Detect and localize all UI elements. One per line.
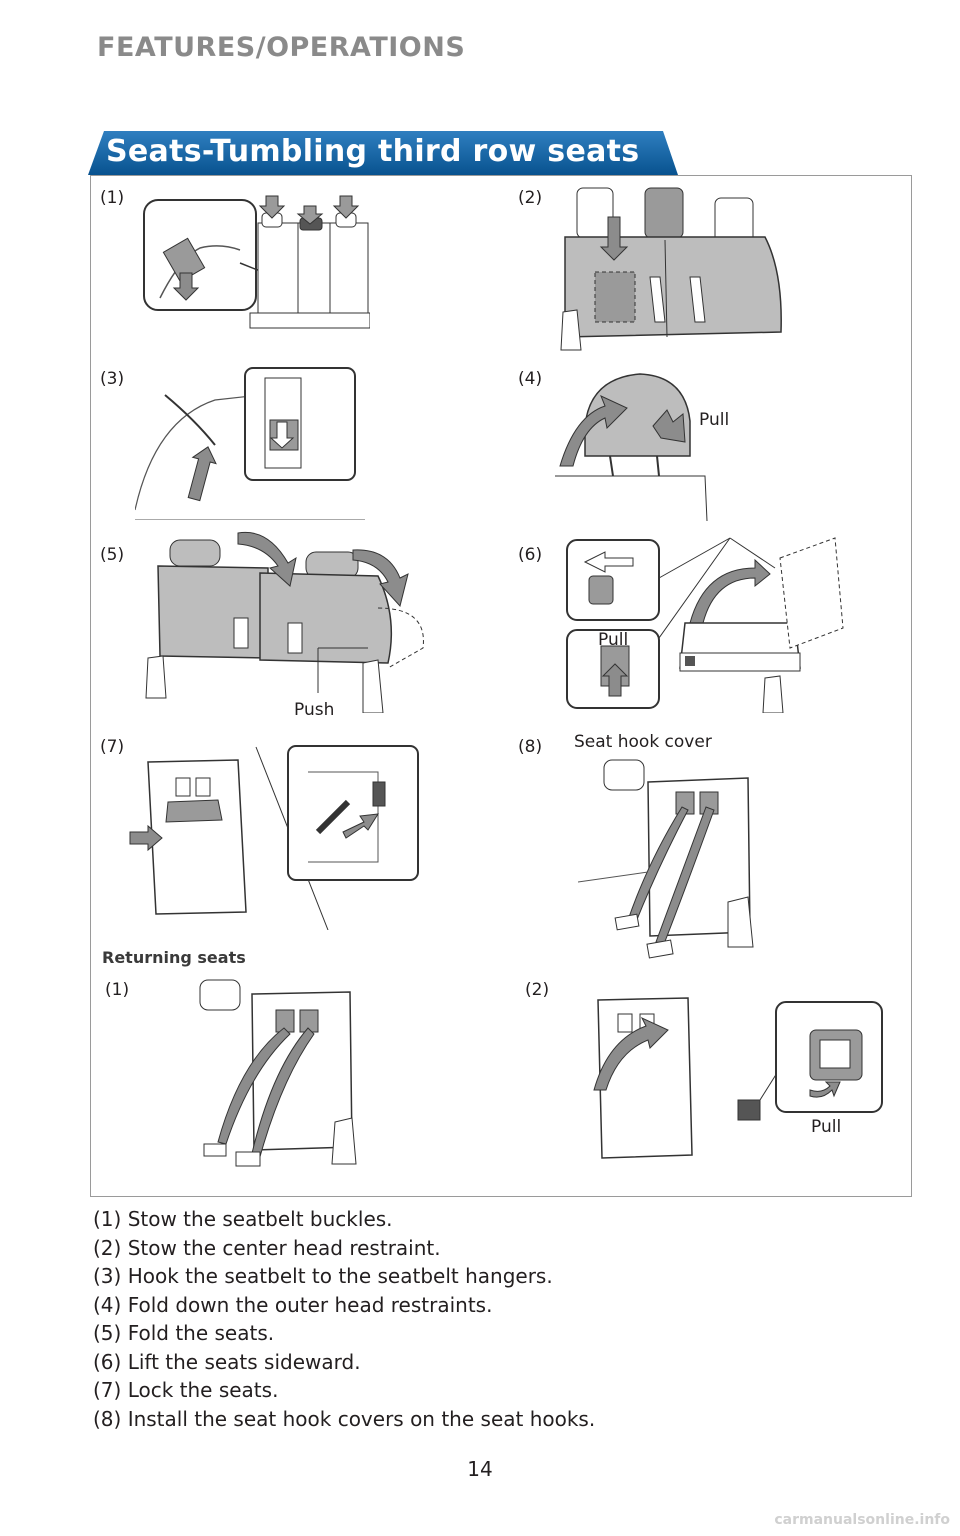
panel-4-label: (4) (518, 369, 543, 389)
instruction-step-4: (4) Fold down the outer head restraints. (93, 1292, 493, 1317)
panel-1-illustration (140, 188, 370, 343)
instruction-step-3: (3) Hook the seatbelt to the seatbelt ha… (93, 1264, 553, 1288)
panel-5-callout: Push (294, 700, 335, 720)
instruction-step-8: (8) Install the seat hook covers on the … (93, 1406, 596, 1431)
returning-panel-2-label: (2) (525, 980, 550, 1000)
instruction-step-2: (2) Stow the center head restraint. (93, 1235, 441, 1260)
returning-panel-2-illustration (578, 990, 884, 1162)
title-bar-shape (88, 131, 678, 175)
page-title: Seats-Tumbling third row seats (106, 134, 640, 169)
instruction-step-1: (1) Stow the seatbelt buckles. (93, 1207, 393, 1231)
returning-seats-heading: Returning seats (102, 948, 246, 967)
instruction-step-5: (5) Fold the seats. (93, 1321, 275, 1345)
illustration-frame (90, 175, 912, 1197)
panel-1-label: (1) (100, 188, 125, 208)
instruction-step-7: (7) Lock the seats. (93, 1378, 279, 1402)
panel-8-callout: Seat hook cover (574, 732, 712, 752)
instruction-list: (1) Stow the seatbelt buckles. (2) Stow … (93, 1205, 595, 1433)
panel-6-label: (6) (518, 545, 543, 565)
panel-5-label: (5) (100, 545, 125, 565)
panel-2-label: (2) (518, 188, 543, 208)
panel-6-illustration (565, 528, 850, 713)
returning-panel-1-illustration (180, 972, 390, 1168)
panel-3-illustration (135, 360, 365, 520)
section-title-bar: Seats-Tumbling third row seats (88, 131, 678, 175)
panel-5-illustration (138, 528, 428, 713)
panel-8-illustration (578, 752, 803, 962)
panel-6-callout: Pull (598, 630, 629, 650)
instruction-step-6: (6) Lift the seats sideward. (93, 1349, 361, 1374)
panel-3-label: (3) (100, 369, 125, 389)
panel-7-label: (7) (100, 737, 125, 757)
panel-4-callout: Pull (699, 410, 730, 430)
page-number: 14 (467, 1457, 493, 1481)
panel-7-illustration (128, 742, 420, 930)
section-label: FEATURES/OPERATIONS (97, 32, 466, 63)
panel-8-label: (8) (518, 737, 543, 757)
panel-4-illustration (555, 366, 715, 521)
watermark: carmanualsonline.info (774, 1512, 950, 1528)
panel-2-illustration (555, 182, 787, 354)
returning-panel-2-callout: Pull (811, 1117, 842, 1137)
returning-panel-1-label: (1) (105, 980, 130, 1000)
